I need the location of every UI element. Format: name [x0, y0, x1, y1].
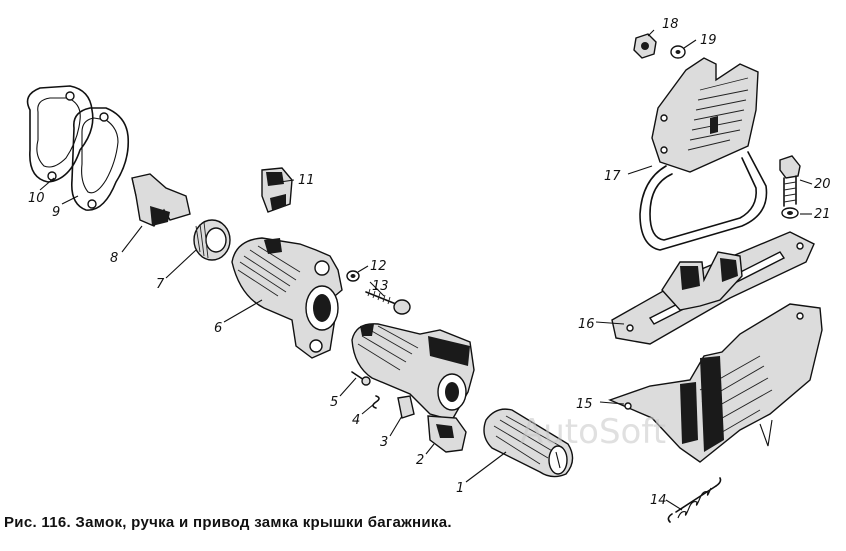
- callout-3: 3: [380, 435, 388, 450]
- callout-21: 21: [814, 207, 831, 222]
- watermark: AutoSoft: [520, 412, 667, 452]
- callout-17: 17: [604, 169, 621, 184]
- part-13-screw: [365, 288, 411, 315]
- callout-1: 1: [456, 481, 464, 496]
- part-3-lock-body: [351, 323, 475, 421]
- callout-6: 6: [214, 321, 222, 336]
- callout-20: 20: [814, 177, 831, 192]
- callout-12: 12: [370, 259, 387, 274]
- part-2-latch: [427, 415, 467, 453]
- part-16-slider-plate: [611, 231, 815, 345]
- callout-9: 9: [52, 205, 60, 220]
- part-9-gasket: [70, 107, 130, 211]
- callout-8: 8: [110, 251, 118, 266]
- callout-16: 16: [578, 317, 595, 332]
- leader-lines: [39, 29, 813, 511]
- part-20-bolt: [779, 155, 801, 207]
- callout-18: 18: [662, 17, 679, 32]
- callout-7: 7: [156, 277, 165, 292]
- callout-2: 2: [416, 453, 424, 468]
- callout-5: 5: [330, 395, 338, 410]
- part-18-nut: [633, 33, 657, 59]
- part-6-handle-housing: [231, 237, 343, 359]
- callout-14: 14: [650, 493, 667, 508]
- callout-4: 4: [352, 413, 360, 428]
- callout-13: 13: [372, 279, 389, 294]
- part-7-nut: [193, 219, 231, 261]
- figure-caption: Рис. 116. Замок, ручка и привод замка кр…: [4, 514, 452, 531]
- part-1-cylinder: [483, 408, 574, 478]
- part-21-washer: [781, 207, 799, 219]
- part-12-washer: [346, 270, 360, 282]
- part-17-bracket: [639, 57, 768, 251]
- part-10-gasket: [26, 85, 94, 183]
- callout-11: 11: [298, 173, 315, 188]
- part-5-screw: [351, 371, 371, 386]
- part-14-spring: [667, 477, 722, 523]
- callout-19: 19: [700, 33, 717, 48]
- exploded-diagram: 10 9 8 7 6 11 12 13 5 4 3 2 1 15 16 17 1…: [26, 17, 831, 523]
- part-11-clip: [261, 167, 293, 213]
- part-8-bracket: [131, 173, 191, 227]
- part-4-spring: [372, 395, 380, 409]
- callout-10: 10: [28, 191, 45, 206]
- callout-labels: 10 9 8 7 6 11 12 13 5 4 3 2 1 15 16 17 1…: [28, 17, 831, 508]
- callout-15: 15: [576, 397, 593, 412]
- part-19-washer: [670, 45, 686, 59]
- part-15-lock-base: [608, 303, 823, 463]
